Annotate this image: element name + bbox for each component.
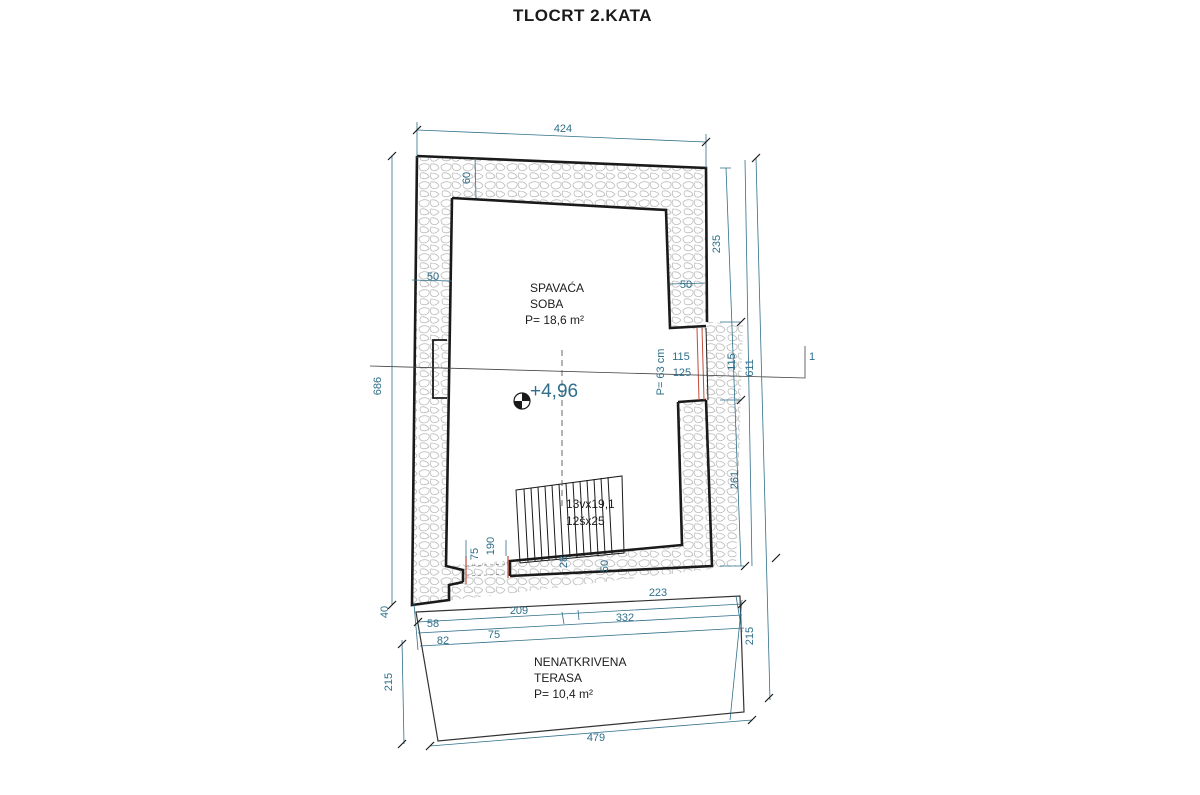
dim-door-a: 75 (469, 548, 481, 560)
level-marker-icon (513, 392, 531, 410)
door-threshold (465, 563, 509, 577)
dim-terrace-width: 479 (587, 732, 605, 744)
dim-row3-a: 82 (437, 635, 449, 647)
dim-left-wall: 50 (427, 271, 439, 283)
dimension-lines (391, 122, 771, 747)
room-area: P= 18,6 m² (525, 313, 584, 327)
dim-row2-a: 58 (427, 618, 439, 630)
page-title: TLOCRT 2.KATA (512, 6, 653, 25)
room-name: SPAVAĆA (530, 280, 584, 295)
dim-step-a: 28 (558, 556, 570, 568)
dim-row3-b: 75 (488, 629, 500, 641)
terrace-name: NENATKRIVENA (534, 655, 626, 669)
dim-right-lower: 261 (729, 471, 741, 489)
terrace-outline (415, 595, 745, 742)
dim-window-height: P= 63 cm (655, 349, 667, 396)
section-mark: 1 (809, 351, 815, 363)
room-name: SOBA (530, 297, 563, 311)
dim-terrace-right: 215 (744, 627, 756, 645)
dim-opening-a: 115 (672, 351, 690, 363)
wall-niche (432, 339, 447, 399)
window-opening (696, 327, 709, 401)
dim-row2-b: 332 (616, 612, 634, 624)
dim-bottom-b: 223 (649, 587, 667, 599)
dim-left-total: 686 (372, 377, 384, 395)
dim-right-mid: 115 (726, 353, 738, 371)
dim-door-b: 190 (485, 537, 497, 555)
dim-right-wall: 50 (680, 279, 692, 291)
terrace-area: P= 10,4 m² (534, 687, 593, 701)
dim-opening-b: 125 (673, 367, 691, 379)
dim-top-width: 424 (554, 123, 572, 135)
dim-top-wall: 60 (461, 172, 473, 184)
staircase (515, 475, 625, 564)
dim-step-b: 50 (599, 560, 611, 572)
stair-label: 12šx25 (566, 514, 605, 528)
dim-small-left: 40 (379, 606, 391, 618)
dim-right-upper: 235 (711, 235, 723, 253)
dim-terrace-left: 215 (383, 673, 395, 691)
dim-bottom-a: 209 (510, 605, 528, 617)
elevation-label: +4,96 (530, 381, 578, 402)
dimension-ticks (387, 125, 781, 751)
stair-label: 13vx19,1 (566, 497, 615, 511)
section-line (369, 346, 806, 510)
inner-wall (444, 196, 707, 582)
terrace-name: TERASA (534, 671, 582, 685)
dim-right-total: 611 (744, 359, 756, 377)
